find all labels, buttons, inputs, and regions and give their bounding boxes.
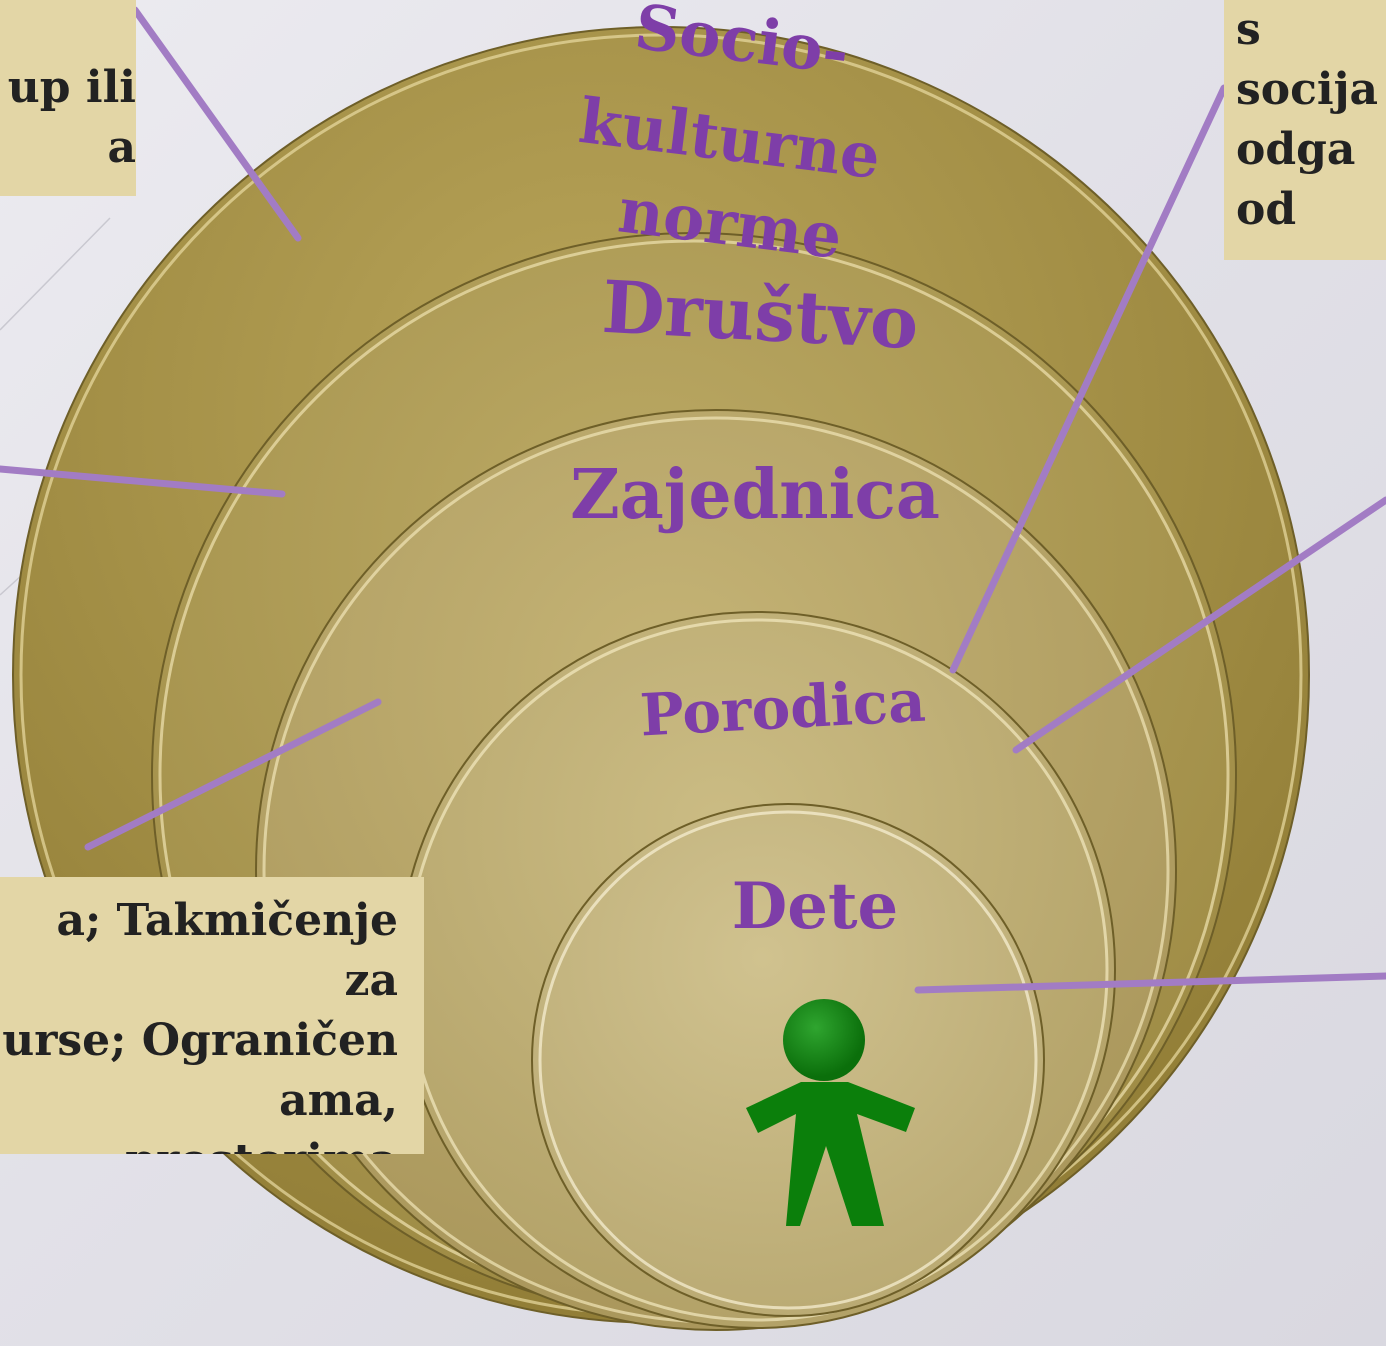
- background-guide-line: [0, 217, 111, 331]
- callout-top-right: s socija odga od: [1224, 0, 1386, 260]
- ring-label-porodica: Porodica: [638, 667, 927, 750]
- connector-line: [131, 6, 302, 242]
- callout-bottom-left: a; Takmičenje za urse; Ograničen ama, pr…: [0, 877, 424, 1154]
- ring-dete: [531, 803, 1045, 1317]
- connector-line: [1012, 496, 1386, 754]
- ring-label-drustvo: Društvo: [600, 264, 920, 365]
- connector-line: [0, 465, 286, 498]
- connector-line: [949, 84, 1228, 674]
- child-figure-icon: [746, 999, 915, 1226]
- connector-line: [914, 972, 1386, 994]
- callout-top-left: up ili a: [0, 0, 136, 196]
- ring-label-dete: Dete: [732, 869, 899, 944]
- connector-line: [84, 698, 382, 851]
- ring-label-zajednica: Zajednica: [570, 455, 940, 535]
- background-guide-line: [0, 574, 23, 596]
